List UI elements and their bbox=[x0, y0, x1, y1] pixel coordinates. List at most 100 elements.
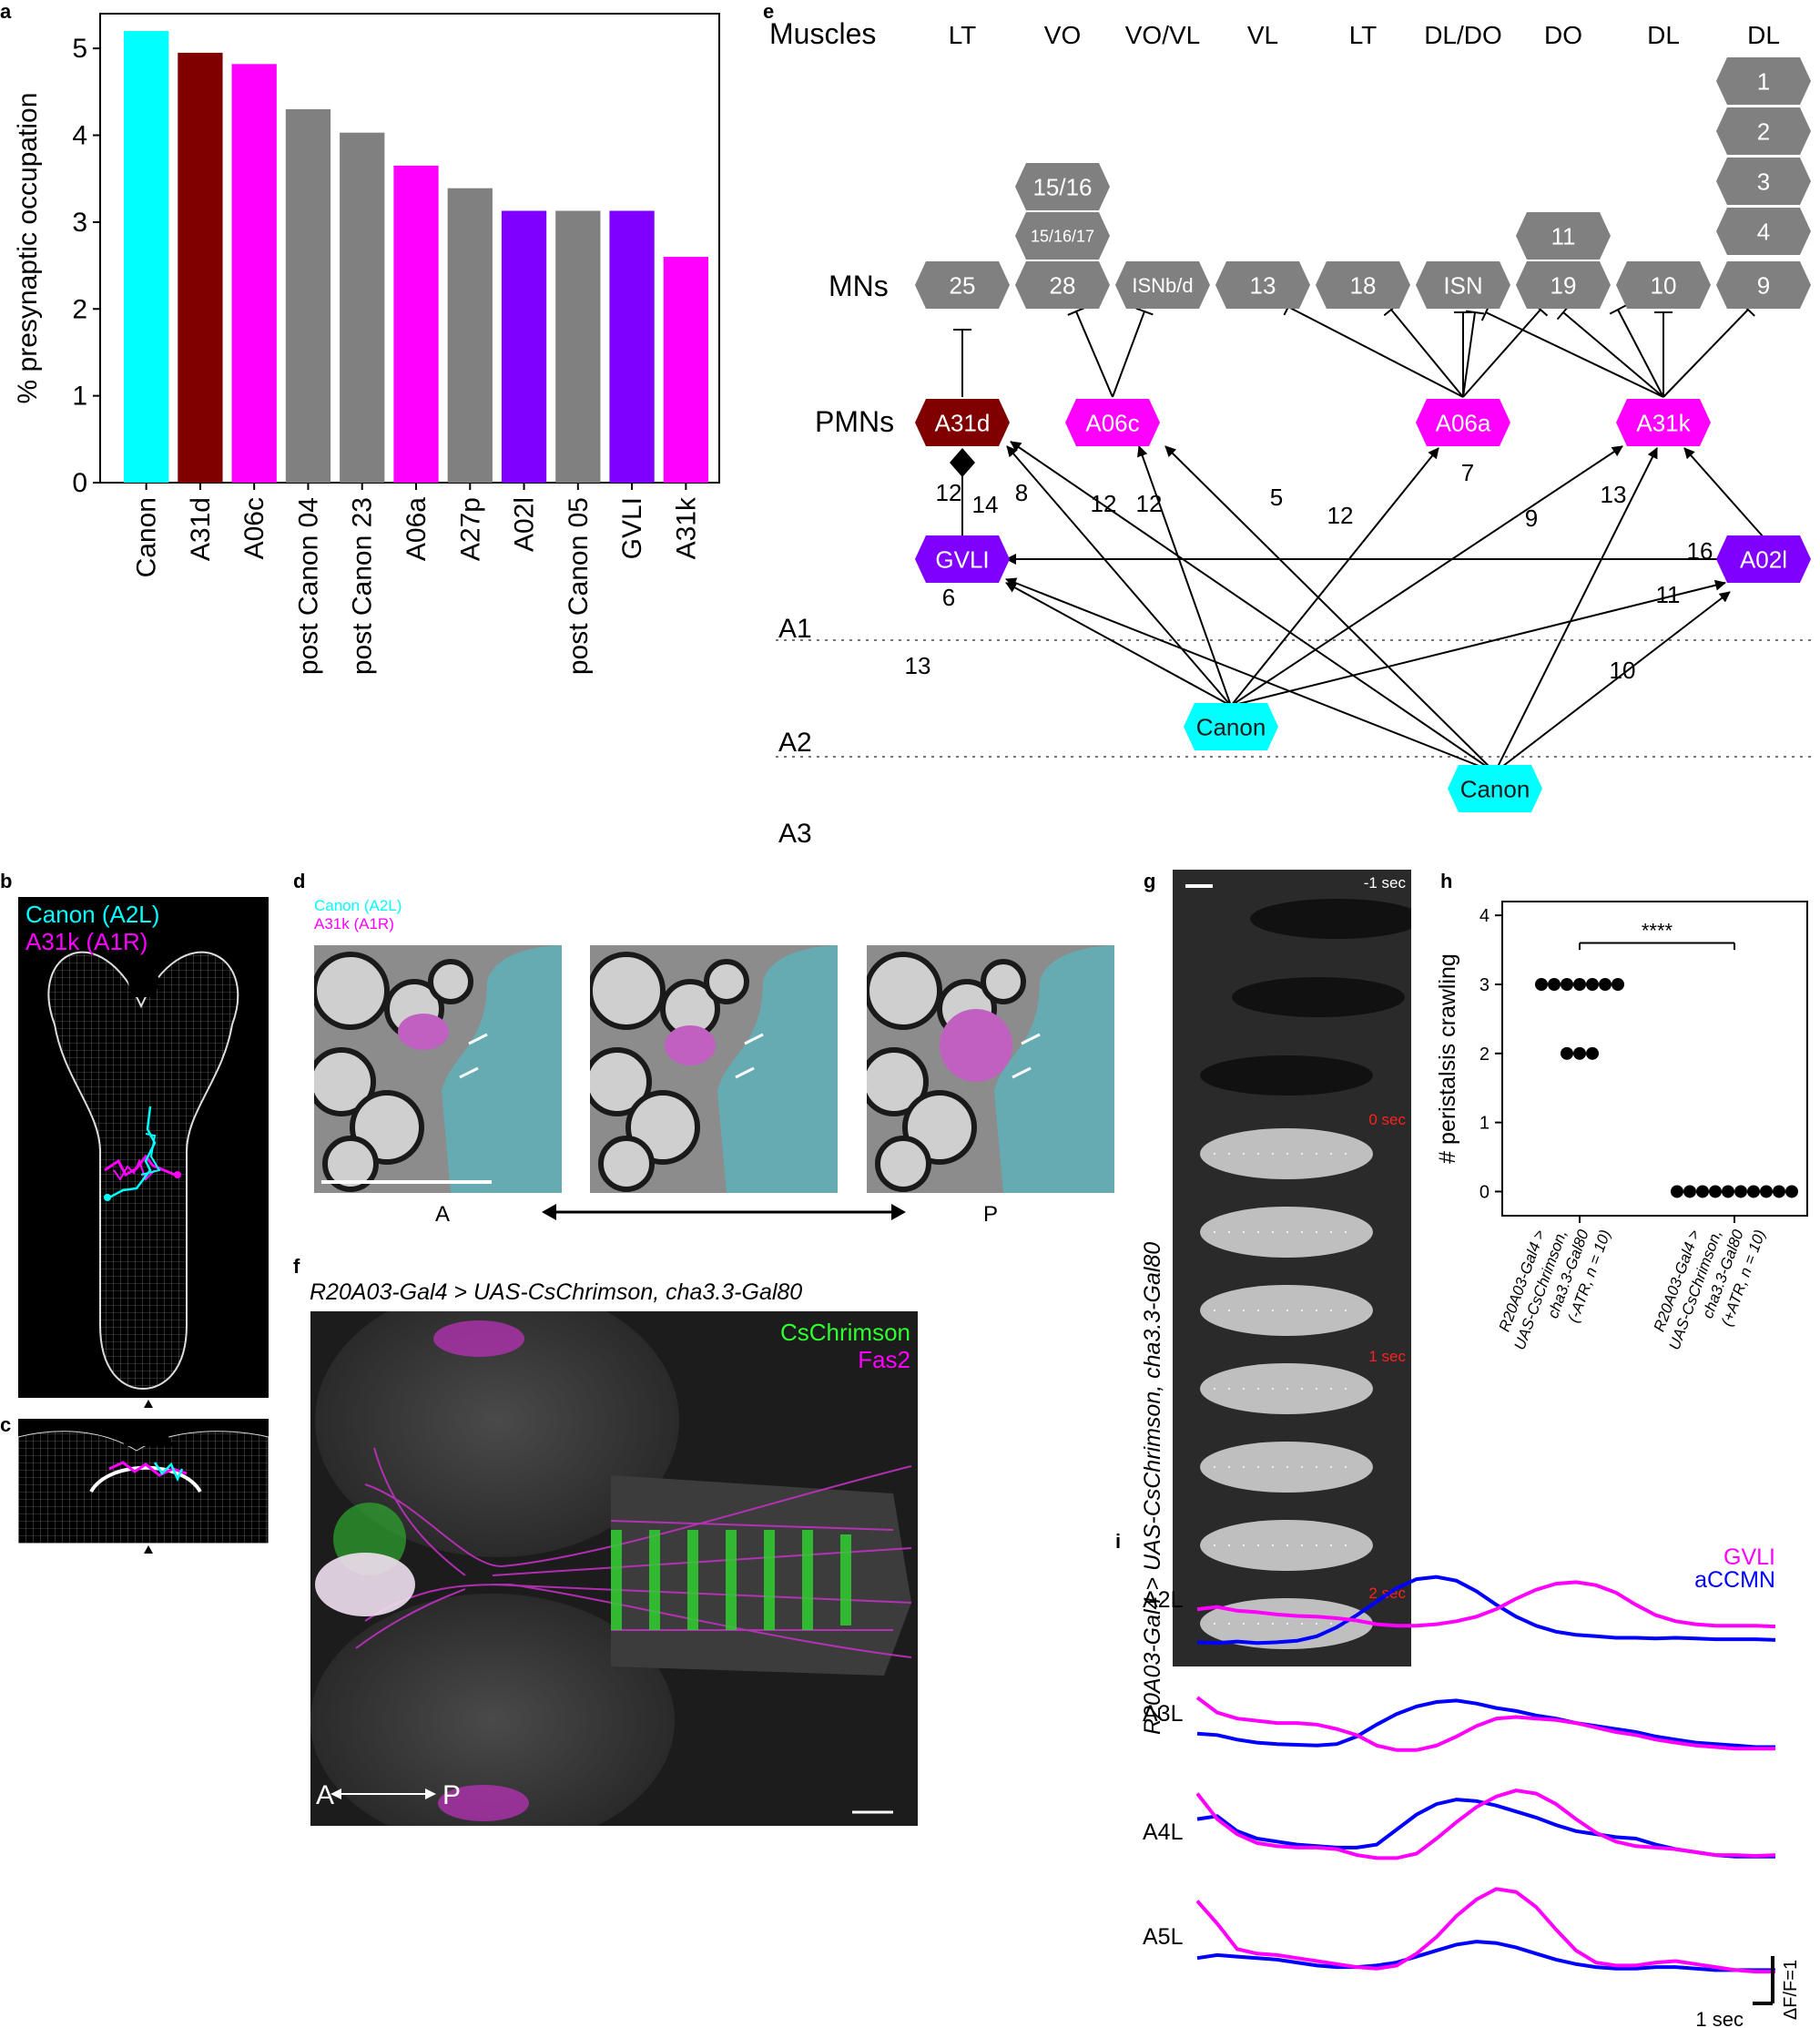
excite-arrow-6 bbox=[1494, 447, 1658, 773]
panel-d-axis-a: A bbox=[435, 1202, 451, 1227]
em-render-1 bbox=[590, 945, 838, 1193]
muscle-label: DL bbox=[1747, 21, 1780, 49]
panel-b-label-a31k: A31k (A1R) bbox=[25, 928, 148, 955]
em-a31k-region bbox=[940, 1009, 1012, 1082]
interneuron-gvli-label: GVLI bbox=[935, 545, 989, 573]
data-point-h bbox=[1722, 1185, 1734, 1198]
edge-weight: 12 bbox=[1136, 490, 1163, 517]
mn-3: 13 bbox=[1215, 261, 1310, 309]
row-label-a3l: A3L bbox=[1143, 1701, 1184, 1727]
mn-28-stack-0-shape bbox=[1015, 163, 1110, 210]
data-point-h bbox=[1561, 1046, 1573, 1060]
x-tick-label-a: A31d bbox=[186, 497, 216, 561]
mn-4-shape bbox=[1316, 261, 1410, 309]
panel-label-b: b bbox=[0, 870, 13, 892]
x-tick-label-a: A06a bbox=[402, 497, 432, 561]
edge-weight: 8 bbox=[1015, 479, 1028, 506]
inh-a06c-isnbd bbox=[1112, 307, 1154, 398]
interneuron-gvli: GVLI bbox=[915, 535, 1010, 583]
triangle-marker-b bbox=[144, 1400, 153, 1408]
interneuron-a02l-label: A02l bbox=[1740, 545, 1787, 573]
mn-3-shape bbox=[1215, 261, 1310, 309]
y-tick-label-a: 2 bbox=[72, 294, 87, 324]
mn-3-label: 13 bbox=[1250, 271, 1276, 299]
mn-28-stack-1: 15/16/17 bbox=[1015, 212, 1110, 260]
em-arrow-2 bbox=[459, 1066, 479, 1079]
larva-frame-6 bbox=[1200, 1363, 1373, 1414]
data-point-h bbox=[1671, 1185, 1683, 1198]
y-tick-label-a: 1 bbox=[72, 382, 87, 412]
mn-9-stack-2: 3 bbox=[1716, 158, 1811, 205]
pmn-a06a: A06a bbox=[1416, 399, 1510, 446]
y-tick-label-h: 4 bbox=[1479, 906, 1490, 926]
interneuron-a02l-shape bbox=[1716, 535, 1811, 583]
mn-28-stack-1-label: 15/16/17 bbox=[1031, 227, 1094, 245]
excite-arrow-0 bbox=[1006, 445, 1232, 707]
panel-label-h: h bbox=[1440, 870, 1453, 892]
ap-axis-arrow-d bbox=[542, 1202, 906, 1222]
scale-bar-g bbox=[1185, 884, 1213, 888]
row-label-a5l: A5L bbox=[1143, 1924, 1184, 1950]
mn-9-stack-3: 4 bbox=[1716, 208, 1811, 255]
mn-8-label: 9 bbox=[1757, 271, 1770, 299]
data-point-h bbox=[1734, 1185, 1747, 1198]
inh-a06c-28 bbox=[1067, 307, 1113, 398]
trace-a2l-accmn bbox=[1196, 1575, 1776, 1646]
panel-d-label-canon: Canon (A2L) bbox=[314, 897, 402, 914]
scalebar-y-label: ΔF/F=1 bbox=[1781, 1960, 1801, 2020]
legend-accmn: aCCMN bbox=[1694, 1567, 1775, 1593]
panel-d-label-a31k: A31k (A1R) bbox=[314, 915, 394, 932]
panel-label-i: i bbox=[1115, 1530, 1122, 1553]
plot-frame-h bbox=[1501, 901, 1808, 1217]
data-point-h bbox=[1773, 1185, 1785, 1198]
mn-9-stack-2-label: 3 bbox=[1757, 168, 1770, 195]
edge-weight: 13 bbox=[1601, 481, 1627, 508]
mn-6-label: 19 bbox=[1551, 271, 1577, 299]
trace-a3l-gvli bbox=[1195, 1696, 1775, 1752]
em-cell bbox=[590, 1047, 652, 1116]
em-cell bbox=[981, 959, 1026, 1004]
trace-a5l-gvli bbox=[1195, 1887, 1775, 1974]
em-render-0 bbox=[314, 945, 562, 1193]
excite-arrow-2 bbox=[1137, 445, 1232, 707]
bar-a27p bbox=[447, 188, 493, 483]
em-cell bbox=[314, 952, 390, 1030]
cns-wireframe-b bbox=[47, 951, 239, 1391]
em-image-1 bbox=[590, 945, 838, 1193]
interneuron-gvli-shape bbox=[915, 535, 1010, 583]
em-cell bbox=[428, 959, 473, 1004]
inh-a31k-4 bbox=[1662, 302, 1755, 398]
mn-2: ISNb/d bbox=[1115, 261, 1210, 309]
data-point-h bbox=[1683, 1185, 1696, 1198]
x-tick-label-a: Canon bbox=[132, 497, 162, 577]
x-tick-label-a: A02l bbox=[510, 497, 540, 552]
interneuron-a02l: A02l bbox=[1716, 535, 1811, 583]
panel-label-d: d bbox=[293, 870, 306, 892]
mn-0: 25 bbox=[915, 261, 1010, 309]
x-tick-label-a: A06c bbox=[239, 497, 269, 559]
pmns-label: PMNs bbox=[815, 405, 894, 438]
bar-a31d bbox=[178, 52, 223, 484]
em-cell bbox=[314, 1047, 376, 1116]
larva-frame-7 bbox=[1200, 1442, 1373, 1493]
mn-9-stack-3-shape bbox=[1716, 208, 1811, 255]
em-canon-region bbox=[994, 945, 1114, 1193]
edge-weight: 6 bbox=[942, 584, 955, 611]
mn-6-shape bbox=[1516, 261, 1611, 309]
panel-b-label-canon: Canon (A2L) bbox=[25, 901, 160, 928]
mn-1-label: 28 bbox=[1050, 271, 1076, 299]
larva-timelapse-g: -1 sec 0 sec 1 sec 2 sec bbox=[1173, 870, 1411, 1666]
y-tick-label-h: 3 bbox=[1479, 975, 1490, 995]
muscle-label: LT bbox=[1349, 21, 1378, 49]
em-cell bbox=[322, 1136, 379, 1192]
mn-8-shape bbox=[1716, 261, 1811, 309]
bar-post-canon-23 bbox=[340, 132, 385, 483]
edge-weight: 5 bbox=[1270, 484, 1283, 511]
panel-f-legend-fas2: Fas2 bbox=[858, 1346, 910, 1373]
legend-gvli: GVLI bbox=[1723, 1544, 1775, 1570]
edge-weight: 9 bbox=[1525, 504, 1538, 532]
muscle-label: VO/VL bbox=[1125, 21, 1200, 49]
em-cell bbox=[867, 1047, 929, 1116]
y-axis-label-h: # peristalsis crawling bbox=[1435, 953, 1460, 1164]
y-tick-label-h: 2 bbox=[1479, 1045, 1490, 1065]
